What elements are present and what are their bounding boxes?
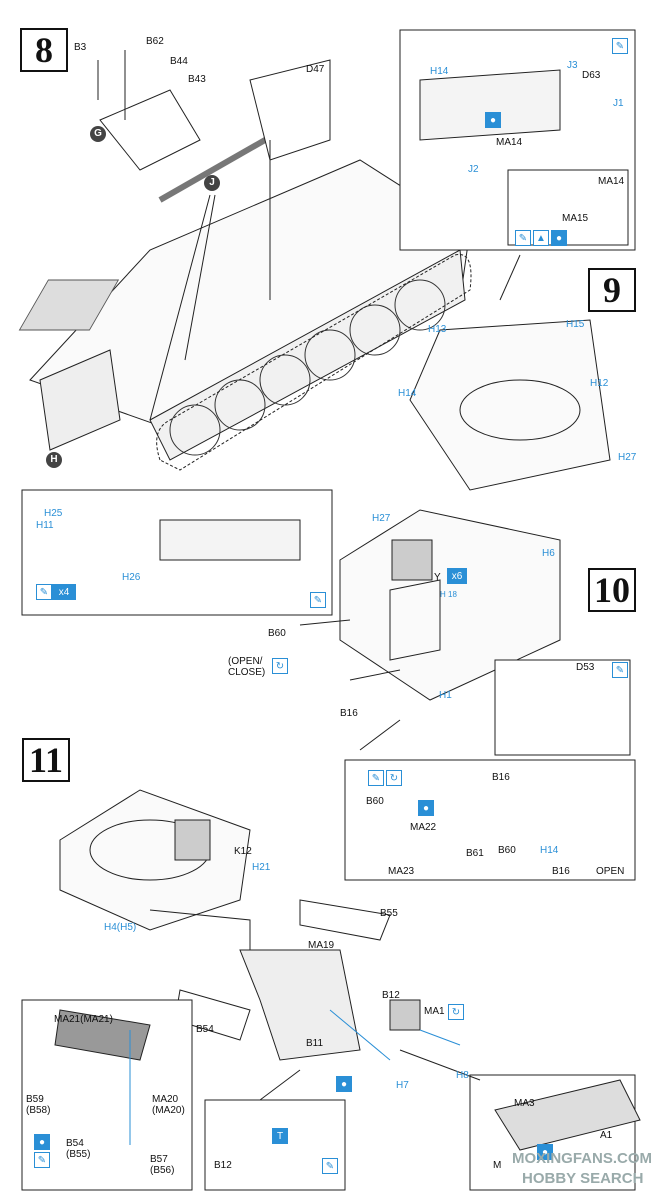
watermark-text: HOBBY SEARCH xyxy=(522,1170,644,1187)
part-label: B61 xyxy=(466,848,484,859)
marker-h: H xyxy=(46,452,62,468)
part-label: MA19 xyxy=(308,940,335,951)
part-label: H4(H5) xyxy=(104,922,137,933)
part-label: (OPEN/ CLOSE) xyxy=(228,656,266,678)
glue-brush-icon: ✎ xyxy=(368,770,384,786)
part-label: MA1 xyxy=(424,1006,445,1017)
part-label: M xyxy=(493,1160,502,1171)
part-label: H21 xyxy=(252,862,271,873)
quantity-badge: x4 xyxy=(52,584,76,600)
rotate-icon: ↻ xyxy=(448,1004,464,1020)
part-label: MA14 xyxy=(496,137,523,148)
part-label: J1 xyxy=(613,98,624,109)
part-label: MA22 xyxy=(410,822,437,833)
part-label: MA15 xyxy=(562,213,589,224)
part-label: H14 xyxy=(398,388,417,399)
quantity-badge: x6 xyxy=(447,568,467,584)
part-label: J2 xyxy=(468,164,479,175)
step-number-9: 9 xyxy=(588,268,636,312)
part-label: H 18 xyxy=(440,590,457,599)
part-label: H7 xyxy=(396,1080,409,1091)
step-number-10: 10 xyxy=(588,568,636,612)
part-label: B60 xyxy=(366,796,384,807)
paint-drop-icon: ● xyxy=(336,1076,352,1092)
marker-g: G xyxy=(90,126,106,142)
part-label: B57 (B56) xyxy=(150,1154,175,1176)
part-label: MA23 xyxy=(388,866,415,877)
part-label: OPEN xyxy=(596,866,625,877)
paint-drop-icon: ● xyxy=(537,1144,553,1160)
part-label: B16 xyxy=(492,772,510,783)
paint-drop-icon: ● xyxy=(551,230,567,246)
part-label: B12 xyxy=(214,1160,232,1171)
part-label: D47 xyxy=(306,64,325,75)
part-label: H8 xyxy=(456,1070,469,1081)
part-label: B60 xyxy=(498,845,516,856)
part-label: H12 xyxy=(590,378,609,389)
step-number-11: 11 xyxy=(22,738,70,782)
glue-brush-icon: ✎ xyxy=(310,592,326,608)
part-label: B55 xyxy=(380,908,398,919)
marker-j: J xyxy=(204,175,220,191)
part-label: H13 xyxy=(428,324,447,335)
part-label: Y xyxy=(434,572,441,583)
glue-brush-icon: ✎ xyxy=(322,1158,338,1174)
part-label: D53 xyxy=(576,662,595,673)
optional-icon: ▲ xyxy=(533,230,549,246)
part-label: J3 xyxy=(567,60,578,71)
part-label: H11 xyxy=(36,520,54,531)
part-label: B11 xyxy=(306,1038,324,1049)
part-label: B43 xyxy=(188,74,206,85)
part-label: H27 xyxy=(618,452,637,463)
part-label: B3 xyxy=(74,42,87,53)
part-label: H25 xyxy=(44,508,63,519)
glue-brush-icon: ✎ xyxy=(612,662,628,678)
part-label: H27 xyxy=(372,513,391,524)
rotate-icon: ↻ xyxy=(386,770,402,786)
part-label: A1 xyxy=(600,1130,613,1141)
watermark-text: MOXINGFANS.COM xyxy=(512,1150,653,1167)
part-label: H14 xyxy=(430,66,449,77)
part-label: B59 (B58) xyxy=(26,1094,51,1116)
part-label: H15 xyxy=(566,319,585,330)
part-label: B44 xyxy=(170,56,188,67)
paint-drop-icon: ● xyxy=(485,112,501,128)
part-label: B62 xyxy=(146,36,164,47)
part-label: H6 xyxy=(542,548,555,559)
glue-brush-icon: ✎ xyxy=(36,584,52,600)
part-label: B54 xyxy=(196,1024,214,1035)
part-label: B16 xyxy=(340,708,358,719)
part-label: B60 xyxy=(268,628,286,639)
part-label: MA20 (MA20) xyxy=(152,1094,185,1116)
optional-icon: T xyxy=(272,1128,288,1144)
glue-brush-icon: ✎ xyxy=(612,38,628,54)
glue-brush-icon: ✎ xyxy=(515,230,531,246)
part-label: B54 (B55) xyxy=(66,1138,91,1160)
part-label: H1 xyxy=(439,690,452,701)
paint-drop-icon: ● xyxy=(418,800,434,816)
part-label: K12 xyxy=(234,846,252,857)
part-label: B16 xyxy=(552,866,570,877)
part-label: B12 xyxy=(382,990,400,1001)
part-label: H26 xyxy=(122,572,141,583)
glue-brush-icon: ✎ xyxy=(34,1152,50,1168)
part-label: H14 xyxy=(540,845,559,856)
rotate-icon: ↻ xyxy=(272,658,288,674)
part-label: MA14 xyxy=(598,176,625,187)
part-label: MA3 xyxy=(514,1098,535,1109)
part-label: D63 xyxy=(582,70,601,81)
part-label: MA21(MA21) xyxy=(54,1014,113,1025)
paint-drop-icon: ● xyxy=(34,1134,50,1150)
step-number-8: 8 xyxy=(20,28,68,72)
